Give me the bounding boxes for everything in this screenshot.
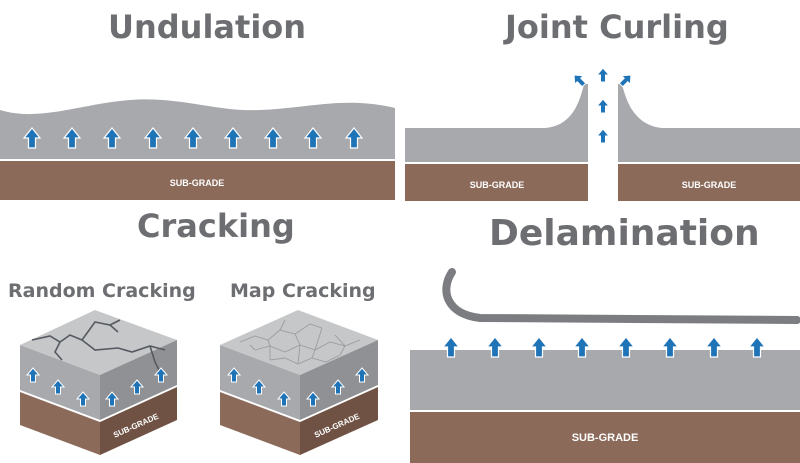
map-cracking-title: Map Cracking	[230, 280, 376, 302]
undulation-subgrade-label: SUB-GRADE	[170, 178, 225, 188]
joint-left-subgrade-label: SUB-GRADE	[470, 180, 525, 190]
undulation-subgrade	[0, 160, 395, 200]
undulating-slab	[0, 99, 395, 160]
random-cracking-block: SUB-GRADE	[19, 310, 178, 455]
delamination-subgrade	[410, 412, 800, 463]
undulation-arrows	[23, 127, 363, 149]
delaminated-layer	[442, 268, 800, 324]
joint-curling-title: Joint Curling	[505, 8, 729, 46]
upward-pressure-arrow-icon	[596, 67, 610, 83]
delamination-subgrade-label: SUB-GRADE	[572, 432, 639, 444]
undulation-title: Undulation	[108, 8, 307, 46]
joint-curling-panel: SUB-GRADE SUB-GRADE	[405, 67, 800, 201]
joint-right-subgrade-label: SUB-GRADE	[682, 180, 737, 190]
left-curled-slab	[405, 84, 588, 162]
delamination-slab	[410, 350, 800, 410]
crack-icon	[31, 319, 166, 373]
random-cracking-title: Random Cracking	[8, 280, 196, 302]
upward-pressure-arrow-icon	[596, 98, 610, 114]
left-subgrade	[405, 164, 588, 201]
upward-pressure-arrow-icon	[596, 128, 610, 144]
delamination-panel: SUB-GRADE	[410, 268, 800, 463]
crack-icon	[239, 319, 361, 365]
cracking-title: Cracking	[137, 207, 295, 245]
undulation-panel: SUB-GRADE	[0, 99, 395, 200]
right-curled-slab	[618, 84, 800, 162]
map-cracking-block: SUB-GRADE	[219, 310, 379, 455]
right-subgrade	[618, 164, 800, 201]
delamination-title: Delamination	[489, 213, 760, 254]
